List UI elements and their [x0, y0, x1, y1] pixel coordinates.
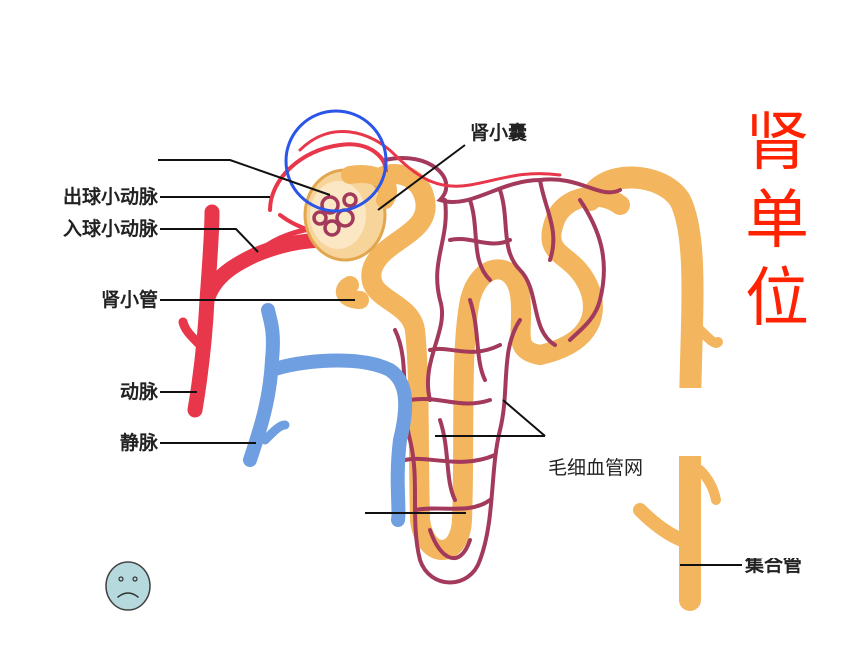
collecting-duct-branch — [695, 325, 723, 348]
collecting-duct-branch — [633, 503, 689, 547]
vein-branch — [260, 420, 290, 445]
label-efferent-arteriole: 出球小动脉 — [62, 186, 158, 208]
collecting-duct — [579, 166, 704, 611]
leader-line-capillary — [435, 399, 546, 437]
efferent-arteriole — [268, 142, 388, 212]
label-artery: 动脉 — [119, 381, 158, 403]
label-afferent-arteriole: 入球小动脉 — [62, 218, 158, 240]
label-renal-tubule: 肾小管 — [100, 289, 158, 311]
title-char: 肾 — [745, 106, 809, 180]
title-char: 位 — [745, 262, 809, 336]
mask-patch — [20, 178, 160, 186]
tubule-segment — [335, 276, 369, 309]
label-bowmans-capsule: 肾小囊 — [470, 122, 528, 144]
label-vein: 静脉 — [119, 432, 158, 454]
mask-patch — [672, 388, 702, 456]
title-char: 单 — [745, 184, 809, 258]
vein — [243, 303, 413, 527]
highlight-circle — [284, 109, 388, 213]
sad-face-icon[interactable] — [104, 560, 152, 612]
leader-line-unlabeled — [158, 159, 331, 196]
leader-line-capsule — [377, 144, 466, 211]
leader-lines — [158, 144, 742, 566]
collecting-duct-branch — [695, 465, 721, 505]
leader-line-afferent — [160, 228, 259, 253]
capillary-network — [383, 156, 622, 585]
label-collecting-duct: 集合管 — [745, 554, 803, 576]
proximal-tubule — [360, 164, 550, 560]
title-nephron: 肾 单 位 — [742, 104, 812, 338]
label-capillary-network: 毛细血管网 — [548, 457, 644, 479]
artery-branch — [178, 317, 205, 350]
mask-patch — [740, 544, 830, 558]
mask-patch — [298, 493, 364, 511]
arteriole-loop — [298, 130, 562, 188]
